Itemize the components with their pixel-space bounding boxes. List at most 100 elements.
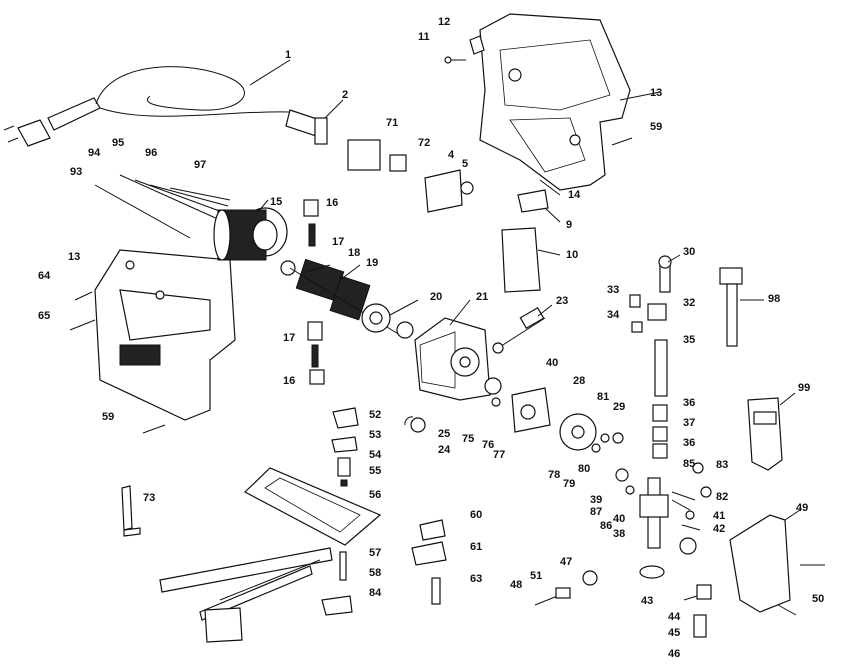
blade-guard (729, 514, 825, 616)
label-43: 43 (641, 595, 653, 607)
label-55: 55 (369, 465, 381, 477)
label-17-bottom: 17 (283, 332, 295, 344)
label-57: 57 (369, 547, 381, 559)
label-59-left: 59 (102, 411, 114, 423)
label-51: 51 (530, 570, 542, 582)
roller-guide (747, 397, 783, 471)
blade-clamp (639, 524, 712, 638)
label-79: 79 (563, 478, 575, 490)
gear-wheel (559, 413, 635, 495)
label-98: 98 (768, 293, 780, 305)
allen-key (121, 485, 141, 537)
label-2: 2 (342, 89, 348, 101)
pendulum-parts (404, 377, 551, 433)
label-16-top: 16 (326, 197, 338, 209)
label-35: 35 (683, 334, 695, 346)
label-12: 12 (438, 16, 450, 28)
label-59-top: 59 (650, 121, 662, 133)
label-63: 63 (470, 573, 482, 585)
label-53: 53 (369, 429, 381, 441)
label-73: 73 (143, 492, 155, 504)
label-58: 58 (369, 567, 381, 579)
label-46: 46 (668, 648, 680, 660)
switch-assembly (347, 139, 474, 213)
label-95: 95 (112, 137, 124, 149)
housing-half-left (94, 249, 236, 421)
label-86: 86 (600, 520, 612, 532)
label-45: 45 (668, 627, 680, 639)
label-60: 60 (470, 509, 482, 521)
label-1: 1 (285, 49, 291, 61)
label-50: 50 (812, 593, 824, 605)
label-48: 48 (510, 579, 522, 591)
label-83: 83 (716, 459, 728, 471)
small-parts (671, 462, 712, 520)
label-87: 87 (590, 506, 602, 518)
label-40-b: 40 (613, 513, 625, 525)
leader-lines (249, 59, 801, 521)
label-52: 52 (369, 409, 381, 421)
shoe-parts (411, 519, 447, 605)
shaft (492, 306, 546, 354)
label-54: 54 (369, 449, 382, 461)
field-coil (213, 207, 288, 261)
label-97: 97 (194, 159, 206, 171)
label-78: 78 (548, 469, 560, 481)
label-29: 29 (613, 401, 625, 413)
label-49: 49 (796, 502, 808, 514)
label-80: 80 (578, 463, 590, 475)
label-72: 72 (418, 137, 430, 149)
label-4: 4 (448, 149, 455, 161)
label-11: 11 (418, 31, 430, 43)
lever-parts (534, 570, 598, 606)
label-9: 9 (566, 219, 572, 231)
label-36-b: 36 (683, 437, 695, 449)
label-65: 65 (38, 310, 50, 322)
label-84: 84 (369, 587, 382, 599)
label-13-left: 13 (68, 251, 80, 263)
guide-rod (719, 267, 743, 347)
switch-parts (501, 189, 549, 293)
part-labels: 1 2 4 5 9 10 11 12 13 13 14 15 16 16 17 … (38, 16, 824, 660)
armature (280, 258, 414, 339)
label-16-bottom: 16 (283, 375, 295, 387)
screws (69, 56, 633, 434)
label-18: 18 (348, 247, 360, 259)
label-76: 76 (482, 439, 494, 451)
label-61: 61 (470, 541, 482, 553)
label-75: 75 (462, 433, 474, 445)
label-44: 44 (668, 611, 681, 623)
label-23: 23 (556, 295, 568, 307)
label-85: 85 (683, 458, 695, 470)
label-39: 39 (590, 494, 602, 506)
label-19: 19 (366, 257, 378, 269)
label-77: 77 (493, 449, 505, 461)
label-13-top: 13 (650, 87, 662, 99)
housing-half-right (469, 13, 631, 191)
label-30: 30 (683, 246, 695, 258)
base-plate (243, 407, 382, 616)
label-37: 37 (683, 417, 695, 429)
label-99: 99 (798, 382, 810, 394)
label-14: 14 (568, 189, 581, 201)
wire-set (94, 174, 231, 239)
label-47: 47 (560, 556, 572, 568)
label-25: 25 (438, 428, 450, 440)
power-cord (3, 66, 328, 147)
label-64: 64 (38, 270, 51, 282)
label-96: 96 (145, 147, 157, 159)
label-10: 10 (566, 249, 578, 261)
label-93: 93 (70, 166, 82, 178)
label-40-a: 40 (546, 357, 558, 369)
label-28: 28 (573, 375, 585, 387)
label-38: 38 (613, 528, 625, 540)
label-17-top: 17 (332, 236, 344, 248)
brush-holders (303, 199, 325, 385)
label-36-a: 36 (683, 397, 695, 409)
label-56: 56 (369, 489, 381, 501)
label-71: 71 (386, 117, 398, 129)
plunger-assembly (629, 255, 672, 549)
label-33: 33 (607, 284, 619, 296)
label-82: 82 (716, 491, 728, 503)
label-24: 24 (438, 444, 451, 456)
